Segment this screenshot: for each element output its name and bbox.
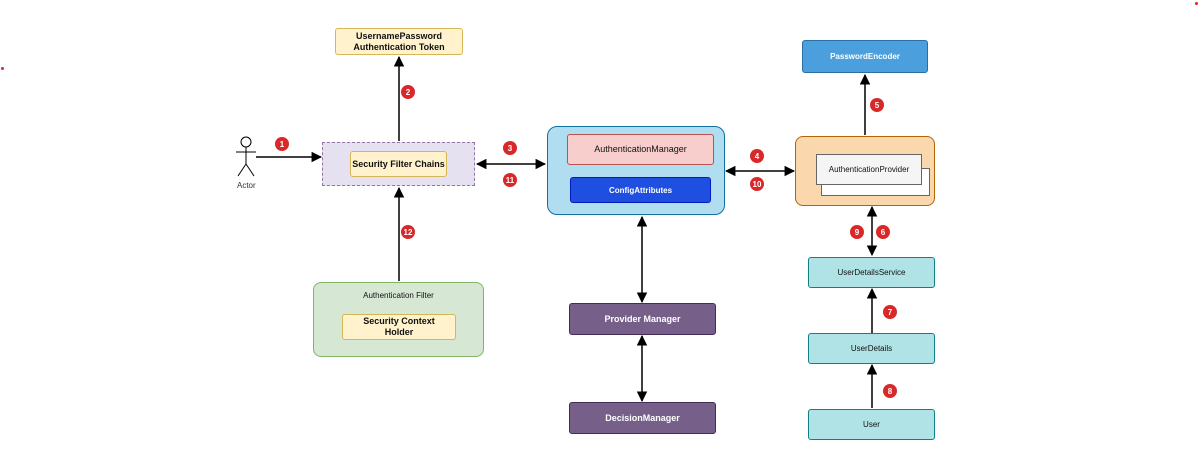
step-badge-10: 10 xyxy=(750,177,764,191)
password-encoder-box: PasswordEncoder xyxy=(802,40,928,73)
security-context-holder-box: Security Context Holder xyxy=(342,314,456,340)
user-details-service-box: UserDetailsService xyxy=(808,257,935,288)
step-badge-7: 7 xyxy=(883,305,897,319)
step-badge-11: 11 xyxy=(503,173,517,187)
authentication-filter-label: Authentication Filter xyxy=(363,291,434,300)
actor-icon xyxy=(236,136,256,177)
user-details-box: UserDetails xyxy=(808,333,935,364)
step-badge-3: 3 xyxy=(503,141,517,155)
username-password-token-box: UsernamePassword Authentication Token xyxy=(335,28,463,55)
step-badge-5: 5 xyxy=(870,98,884,112)
red-dot-left xyxy=(1,67,4,70)
authentication-provider-container: AuthenticationProvider xyxy=(795,136,935,206)
filter-chains-container: Security Filter Chains xyxy=(322,142,475,186)
step-badge-9: 9 xyxy=(850,225,864,239)
authentication-filter-container: Authentication Filter Security Context H… xyxy=(313,282,484,357)
actor-label: Actor xyxy=(237,181,256,190)
step-badge-1: 1 xyxy=(275,137,289,151)
provider-manager-box: Provider Manager xyxy=(569,303,716,335)
authentication-provider-box: AuthenticationProvider xyxy=(816,154,922,185)
step-badge-12: 12 xyxy=(401,225,415,239)
security-filter-chains-box: Security Filter Chains xyxy=(350,151,447,177)
decision-manager-box: DecisionManager xyxy=(569,402,716,434)
step-badge-8: 8 xyxy=(883,384,897,398)
red-dot-right xyxy=(1195,2,1198,5)
step-badge-6: 6 xyxy=(876,225,890,239)
step-badge-2: 2 xyxy=(401,85,415,99)
authentication-manager-container: AuthenticationManager ConfigAttributes xyxy=(547,126,725,215)
step-badge-4: 4 xyxy=(750,149,764,163)
config-attributes-box: ConfigAttributes xyxy=(570,177,711,203)
authentication-manager-box: AuthenticationManager xyxy=(567,134,714,165)
user-box: User xyxy=(808,409,935,440)
